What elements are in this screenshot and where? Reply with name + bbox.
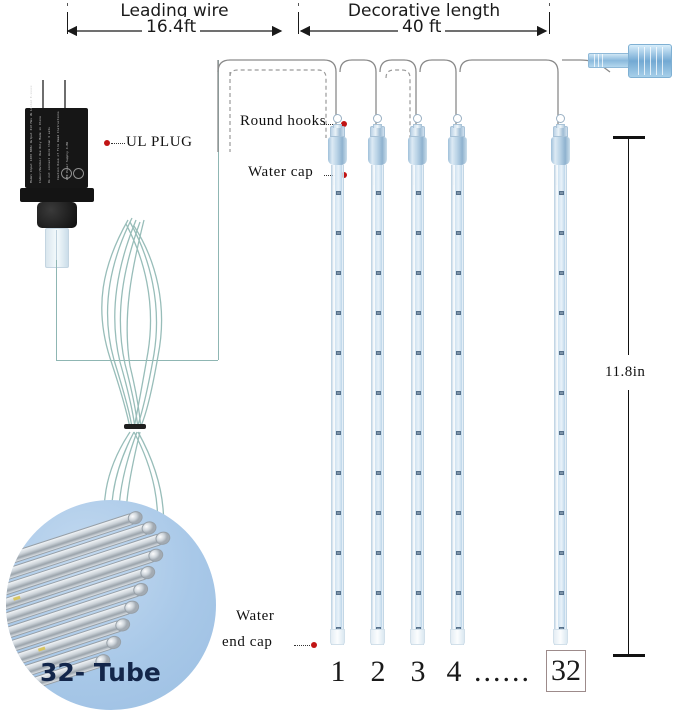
water-cap-callout-dot [341,172,347,178]
tube-2-water-end-cap [370,629,385,645]
plug-microprint-4: Caution Risk of Fire Read Instructions [56,111,60,180]
tube-1-hook-ring [333,114,342,123]
plug-base [20,188,94,202]
decorative-length-value: 40 ft [398,17,446,37]
tube-3-led-strip [415,165,422,645]
tube-bundle-inset: 32- Tube [6,500,216,710]
plug-cert-mark-2 [73,168,84,179]
round-hooks-leader-line [324,124,341,125]
tube-4-hook-ring [453,114,462,123]
tube-number-2: 2 [370,655,386,688]
tube-2-top [370,124,385,137]
tube-2-body [371,165,384,645]
water-end-cap-callout-dot [311,642,317,648]
leading-wire-label: Leading wire [120,1,229,21]
decorative-length-dimension: Decorative length 40 ft [293,0,555,46]
tube-32-water-cap [551,137,570,165]
water-cap-label: Water cap [248,164,314,180]
ul-plug-assembly: Model Input 120V 60Hz Output 31V Max UL … [20,80,130,280]
tube-32-hook-ring [556,114,565,123]
tube-2-led-strip [375,165,382,645]
tube-4-led-strip [455,165,462,645]
tube-3-water-end-cap [410,629,425,645]
leading-wire-value: 16.4ft [142,17,201,37]
plug-sleeve-split [56,230,57,266]
plug-microprint-2: Indoor/Outdoor Use Only Made in China [38,116,42,183]
plug-microprint-3: Do not connect more than 3 sets [47,127,51,183]
water-end-cap-label-line1: Water [236,608,275,624]
tube-4-water-cap [448,137,467,165]
tube-length-cap-top [613,136,645,139]
tube-32-water-end-cap [553,629,568,645]
water-end-cap-leader-line [294,645,310,646]
tube-length-value: 11.8in [605,364,646,380]
tube-4-body [451,165,464,645]
decorative-length-label: Decorative length [347,1,501,21]
tube-number-32: 32 [546,650,586,692]
tube-32-led-strip [558,165,565,645]
plug-prong-right [64,80,66,108]
inset-label: 32- Tube [40,658,161,687]
tube-1-water-end-cap [330,629,345,645]
tube-length-line-upper [628,139,629,355]
wire-segment-horizontal [56,360,218,361]
plug-microprint: Model Input 120V 60Hz Output 31V Max UL … [29,85,33,183]
tube-1-led-strip [335,165,342,645]
tube-3-hook-ring [413,114,422,123]
tube-1-water-cap [328,137,347,165]
coiled-wire-bundle [101,217,165,615]
tube-2-water-cap [368,137,387,165]
ul-plug-leader-line [111,143,125,144]
leading-wire-dimension: Leading wire 16.4ft [62,0,287,46]
tube-2-hook-ring [373,114,382,123]
plug-knob [37,202,77,228]
tube-3-top [410,124,425,137]
tube-number-ellipsis: ...... [474,655,531,688]
plug-clear-sleeve [45,228,69,268]
tube-4-water-end-cap [450,629,465,645]
wire-segment-vertical-right [218,60,219,360]
wire-segment-vertical-left [56,260,57,360]
plug-cert-mark-1 [61,168,72,179]
tube-4-top [450,124,465,137]
tube-number-3: 3 [410,655,426,688]
round-hooks-label: Round hooks [240,113,327,129]
end-connector [588,40,678,90]
tube-32-top [553,124,568,137]
tube-number-1: 1 [330,655,346,688]
ul-plug-callout-dot [104,140,110,146]
tube-number-4: 4 [446,655,462,688]
water-end-cap-label-line2: end cap [222,634,273,650]
tube-3-body [411,165,424,645]
tube-1-top [330,124,345,137]
tube-1-body [331,165,344,645]
tube-32-body [554,165,567,645]
round-hooks-callout-dot [341,121,347,127]
ul-plug-label: UL PLUG [126,134,193,150]
plug-prong-left [42,80,44,108]
tube-3-water-cap [408,137,427,165]
tube-length-line-lower [628,390,629,654]
tube-bundle-illustration [6,511,171,706]
tube-length-cap-bottom [613,654,645,657]
